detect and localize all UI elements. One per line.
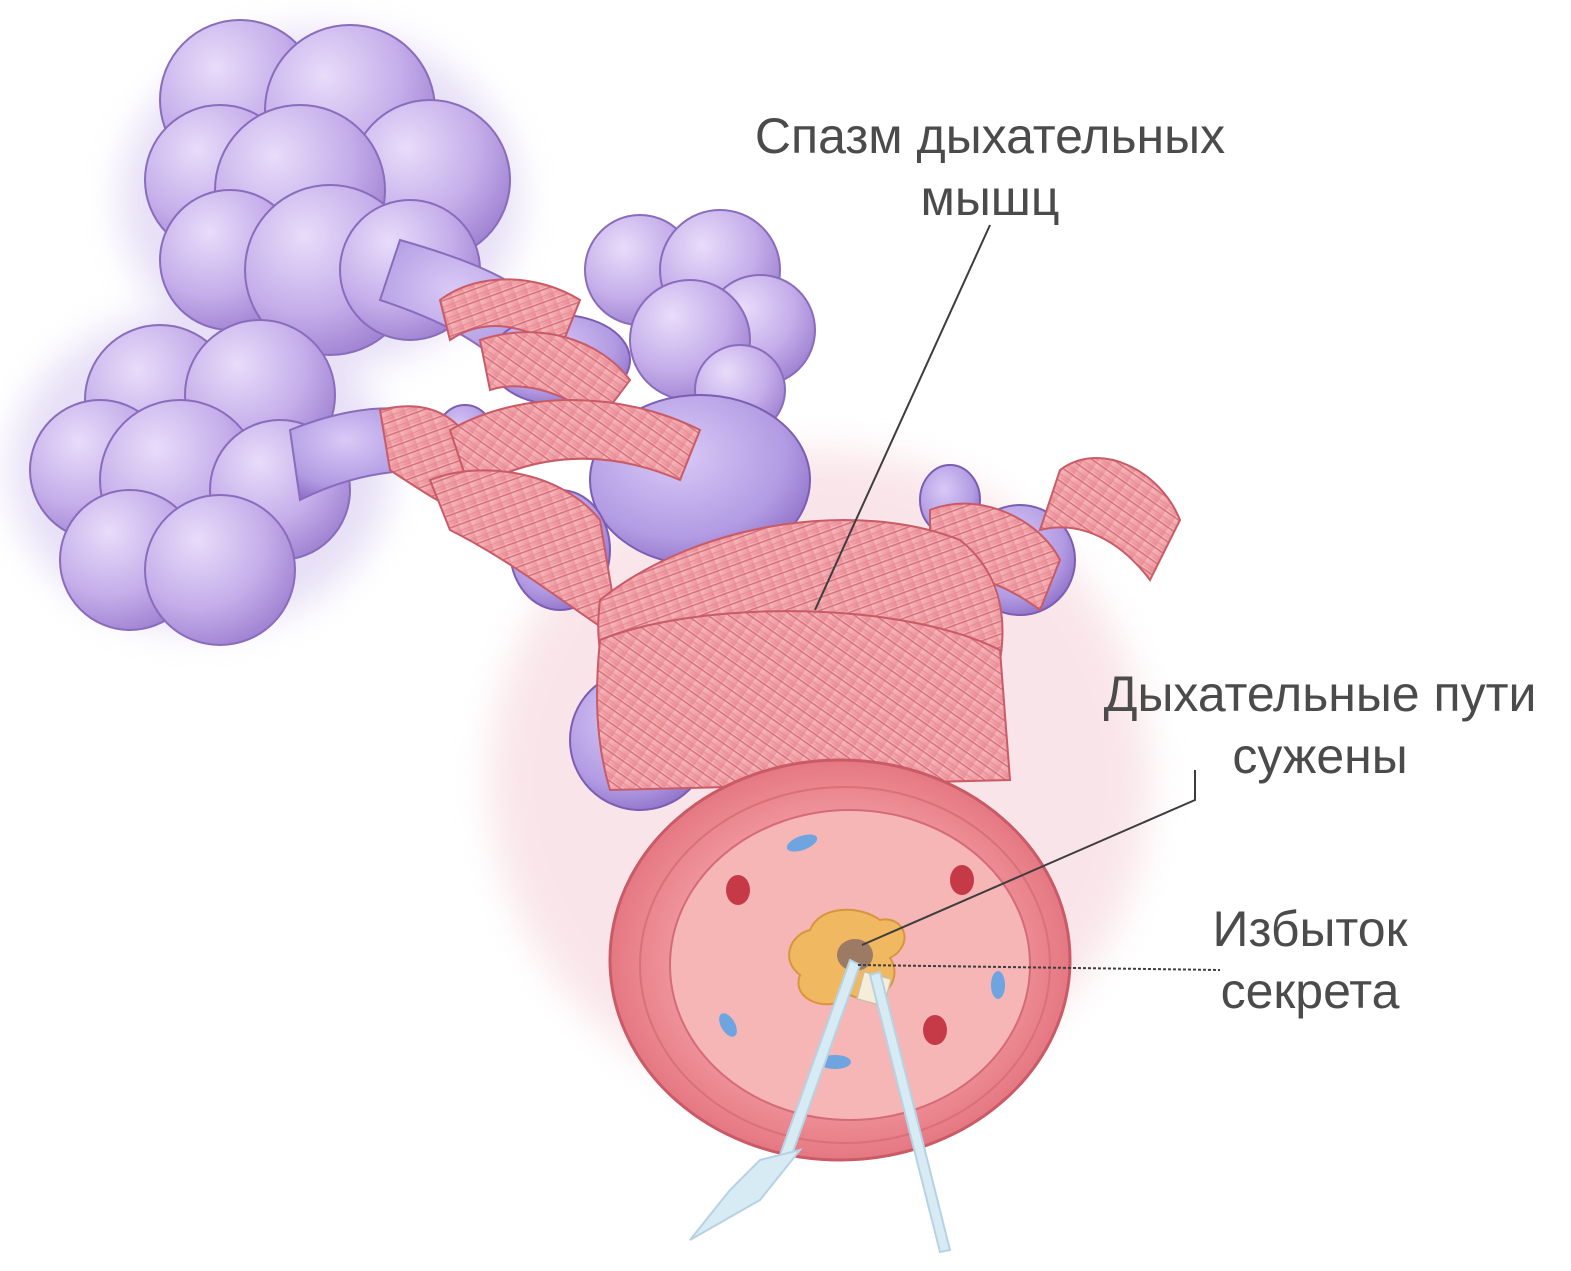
label-excess-secretion-line2: секрета (1160, 960, 1460, 1022)
label-muscle-spasm-line1: Спазм дыхательных (700, 105, 1280, 167)
label-airways-narrowed-line1: Дыхательные пути (1070, 663, 1570, 725)
label-airways-narrowed: Дыхательные пути сужены (1070, 663, 1570, 787)
airway-cross-section (610, 760, 1070, 1160)
label-excess-secretion-line1: Избыток (1160, 898, 1460, 960)
label-excess-secretion: Избыток секрета (1160, 898, 1460, 1022)
label-muscle-spasm-line2: мышц (700, 167, 1280, 229)
label-airways-narrowed-line2: сужены (1070, 725, 1570, 787)
label-muscle-spasm: Спазм дыхательных мышц (700, 105, 1280, 229)
